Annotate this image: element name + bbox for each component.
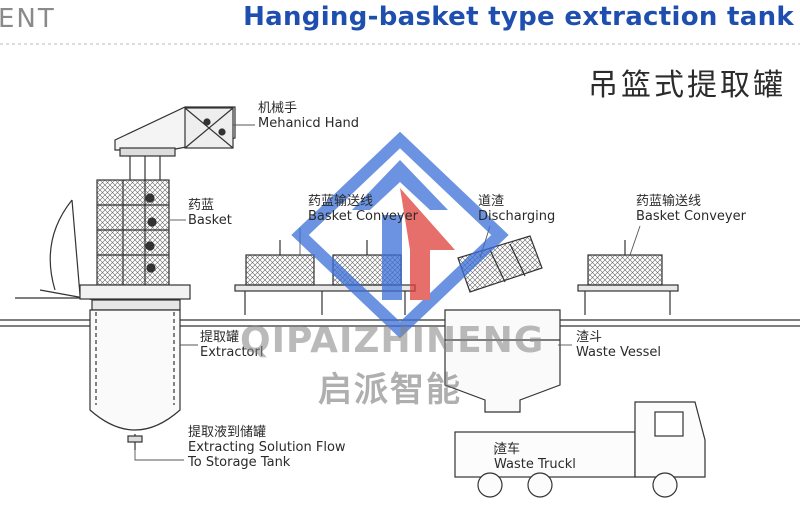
label-waste-vessel-en: Waste Vessel: [576, 345, 662, 360]
page-title-cn: 吊篮式提取罐: [588, 68, 786, 103]
label-hand-cn: 机械手: [258, 101, 298, 116]
basket-conveyer-2: [577, 240, 679, 315]
label-solution-flow-cn: 提取液到储罐: [188, 425, 267, 440]
label-waste-truck: 渣车 Waste Truckl: [494, 442, 576, 472]
label-basket: 药蓝 Basket: [188, 198, 232, 228]
extractor-tank: [89, 299, 181, 450]
label-discharging: 道渣 Discharging: [478, 194, 555, 224]
label-hand-en: Mehanicd Hand: [258, 116, 360, 131]
label-solution-flow-en2: To Storage Tank: [188, 455, 291, 470]
label-basket-cn: 药蓝: [188, 198, 215, 213]
waste-vessel: [444, 309, 561, 413]
label-conveyer-2-cn: 药蓝输送线: [636, 194, 702, 209]
label-waste-vessel: 渣斗 Waste Vessel: [576, 330, 661, 360]
label-extractor-en: Extractorl: [200, 345, 264, 360]
label-hand: 机械手 Mehanicd Hand: [258, 101, 359, 131]
label-solution-flow-en1: Extracting Solution Flow: [188, 440, 346, 455]
label-extractor: 提取罐 Extractorl: [200, 330, 263, 360]
label-conveyer-2-en: Basket Conveyer: [636, 209, 746, 224]
label-waste-truck-en: Waste Truckl: [494, 457, 576, 472]
label-basket-en: Basket: [188, 213, 232, 228]
basket-hanging: [96, 179, 170, 286]
label-conveyer-2: 药蓝输送线 Basket Conveyer: [636, 194, 746, 224]
label-waste-vessel-cn: 渣斗: [576, 330, 603, 345]
label-conveyer-1-en: Basket Conveyer: [308, 209, 418, 224]
watermark-text-cn: 启派智能: [318, 370, 462, 410]
page-title: Hanging-basket type extraction tank: [243, 2, 794, 32]
extractor-lid: [15, 199, 191, 301]
label-discharging-cn: 道渣: [478, 194, 505, 209]
watermark-text: QIPAIZHINENG: [240, 320, 545, 361]
header-fragment: ENT: [0, 4, 56, 34]
label-extractor-cn: 提取罐: [200, 330, 240, 345]
watermark-logo: [291, 131, 509, 339]
label-conveyer-1-cn: 药蓝输送线: [308, 194, 374, 209]
discharging-basket: [457, 235, 543, 293]
waste-truck: [454, 401, 706, 498]
label-solution-flow: 提取液到储罐 Extracting Solution Flow To Stora…: [188, 425, 346, 470]
label-discharging-en: Discharging: [478, 209, 556, 224]
label-conveyer-1: 药蓝输送线 Basket Conveyer: [308, 194, 418, 224]
label-waste-truck-cn: 渣车: [494, 442, 521, 457]
mechanical-hand: [114, 106, 236, 180]
